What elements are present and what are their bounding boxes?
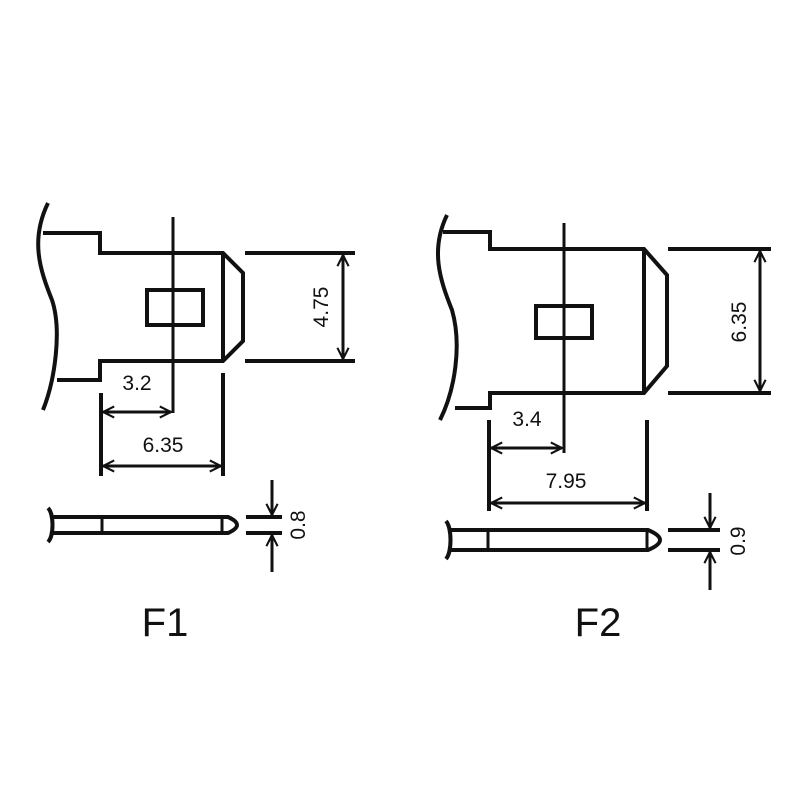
f2-hole-offset-label: 3.4 bbox=[512, 408, 542, 431]
f2-label: F2 bbox=[575, 601, 622, 645]
f2-top-view-outline bbox=[443, 230, 669, 410]
terminal-f2: 6.35 3.4 7.95 0.9 F2 bbox=[435, 214, 771, 645]
f1-hole-offset-label: 3.2 bbox=[122, 372, 151, 395]
f1-thickness-label: 0.8 bbox=[287, 510, 310, 539]
f2-break-curve bbox=[435, 214, 459, 421]
f1-label: F1 bbox=[142, 601, 189, 645]
f1-slot bbox=[145, 288, 205, 327]
f1-side-view bbox=[46, 506, 239, 544]
f1-top-view-outline bbox=[43, 231, 245, 382]
f2-length-label: 7.95 bbox=[546, 470, 587, 493]
f1-length-label: 6.35 bbox=[143, 434, 184, 457]
f1-break-curve bbox=[36, 202, 59, 411]
f1-height-label: 4.75 bbox=[310, 287, 333, 328]
f2-height-label: 6.35 bbox=[728, 302, 751, 343]
f2-thickness-label: 0.9 bbox=[727, 526, 750, 555]
f2-side-view bbox=[444, 519, 662, 561]
terminal-f1: 4.75 3.2 6.35 0.8 F1 bbox=[36, 202, 355, 645]
